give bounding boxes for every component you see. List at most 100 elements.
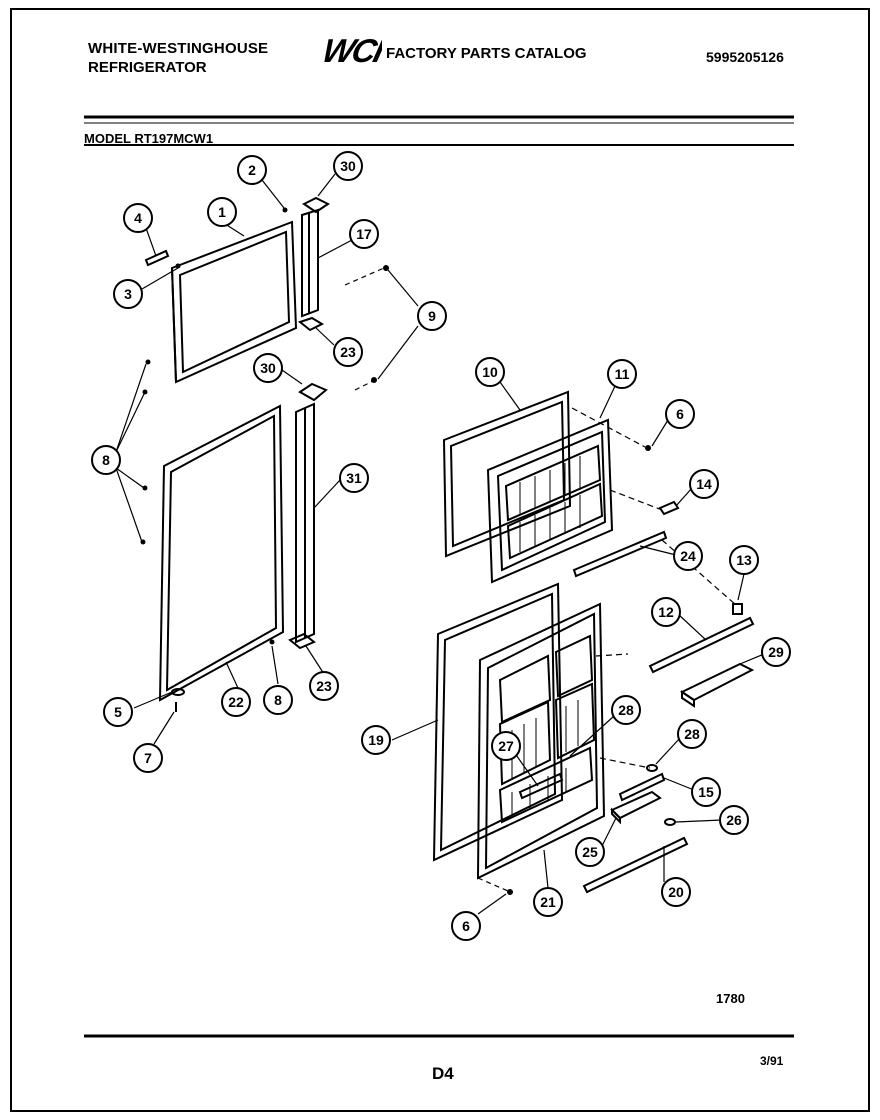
- fresh-food-door-gasket: [158, 404, 285, 702]
- callout-text: 28: [618, 702, 634, 718]
- callout-10: [475, 357, 505, 387]
- logo-lettering: WCI: [319, 33, 382, 68]
- callout-5: [103, 697, 133, 727]
- part-31-strip: [295, 402, 315, 644]
- part-9-screw-a: [383, 265, 389, 271]
- callout-27: [491, 731, 521, 761]
- callout-11: [607, 359, 637, 389]
- callout-text: 29: [768, 644, 784, 660]
- callout-31: [339, 463, 369, 493]
- callout-6-bottom: [451, 911, 481, 941]
- callout-28-clip: [677, 719, 707, 749]
- date-code: 3/91: [760, 1054, 784, 1068]
- callout-numbers: 1 2 3 4 5 6 6 7 8 8 9 10 11 12 13 14 15 …: [102, 158, 784, 934]
- callout-text: 5: [114, 704, 122, 720]
- callout-text: 30: [340, 158, 356, 174]
- callout-text: 4: [134, 210, 142, 226]
- part-27-bar: [518, 772, 564, 800]
- callout-text: 21: [540, 894, 556, 910]
- callout-text: 17: [356, 226, 372, 242]
- callout-balloons: [91, 151, 791, 941]
- callout-text: 10: [482, 364, 498, 380]
- part-11-freezer-liner: [486, 418, 614, 584]
- drawing-code: 1780: [716, 991, 745, 1006]
- wci-logo: WCI: [319, 33, 382, 68]
- leader-lines: [115, 173, 765, 915]
- part-30-hinge-mid: [298, 382, 328, 402]
- callout-1: [207, 197, 237, 227]
- part-26-clip: [664, 818, 676, 826]
- callout-text: 2: [248, 162, 256, 178]
- callout-22: [221, 687, 251, 717]
- part-14-clip: [658, 500, 680, 516]
- part-4-clip: [144, 249, 170, 267]
- freezer-door-gasket: [170, 220, 298, 384]
- callout-21: [533, 887, 563, 917]
- callout-text: 26: [726, 812, 742, 828]
- part-19-fresh-food-gasket: [432, 582, 564, 862]
- callout-text: 23: [340, 344, 356, 360]
- callout-text: 12: [658, 604, 674, 620]
- part-23-hinge-bottom: [288, 632, 316, 650]
- part-24-bar: [572, 530, 668, 578]
- callout-23-top: [333, 337, 363, 367]
- callout-text: 31: [346, 470, 362, 486]
- callout-3: [113, 279, 143, 309]
- catalog-title: FACTORY PARTS CATALOG: [386, 45, 587, 62]
- callout-8-bottom: [263, 685, 293, 715]
- part-17-strip: [301, 208, 319, 318]
- brand-name: WHITE-WESTINGHOUSE: [88, 40, 269, 57]
- callout-14: [689, 469, 719, 499]
- part-2-screw: [282, 207, 288, 213]
- part-10-freezer-gasket: [442, 390, 572, 558]
- catalog-number: 5995205126: [706, 49, 784, 65]
- part-13-clip: [732, 603, 743, 615]
- part-8-screw-d: [142, 389, 148, 395]
- callout-29: [761, 637, 791, 667]
- part-8-screw-c: [145, 359, 151, 365]
- part-20-bar: [582, 836, 689, 894]
- callout-text: 19: [368, 732, 384, 748]
- callout-8-left: [91, 445, 121, 475]
- callout-text: 8: [274, 692, 282, 708]
- page-code: D4: [432, 1064, 454, 1083]
- model-number: MODEL RT197MCW1: [84, 131, 214, 146]
- callout-text: 15: [698, 784, 714, 800]
- callout-text: 23: [316, 678, 332, 694]
- callout-text: 28: [684, 726, 700, 742]
- part-25-bin: [610, 790, 662, 825]
- callout-text: 1: [218, 204, 226, 220]
- callout-7: [133, 743, 163, 773]
- callout-26: [719, 805, 749, 835]
- callout-13: [729, 545, 759, 575]
- callout-text: 25: [582, 844, 598, 860]
- part-28-clip: [646, 764, 658, 772]
- part-29-shelf: [679, 662, 755, 708]
- callout-text: 13: [736, 552, 752, 568]
- callout-text: 24: [680, 548, 696, 564]
- callout-text: 27: [498, 738, 514, 754]
- callout-30-mid: [253, 353, 283, 383]
- callout-15: [691, 777, 721, 807]
- callout-25: [575, 837, 605, 867]
- callout-text: 22: [228, 694, 244, 710]
- callout-text: 30: [260, 360, 276, 376]
- product-type: REFRIGERATOR: [88, 59, 207, 76]
- callout-30-top: [333, 151, 363, 181]
- header-rules: [84, 115, 794, 1038]
- callout-text: 6: [676, 406, 684, 422]
- callout-text: 8: [102, 452, 110, 468]
- callout-text: 9: [428, 308, 436, 324]
- callout-17: [349, 219, 379, 249]
- callout-text: 11: [615, 366, 630, 382]
- callout-text: 14: [696, 476, 712, 492]
- part-12-bar: [648, 616, 755, 674]
- callout-28-liner: [611, 695, 641, 725]
- callout-12: [651, 597, 681, 627]
- callout-2: [237, 155, 267, 185]
- callout-23-bottom: [309, 671, 339, 701]
- callout-20: [661, 877, 691, 907]
- part-15-bar: [618, 772, 666, 802]
- callout-24: [673, 541, 703, 571]
